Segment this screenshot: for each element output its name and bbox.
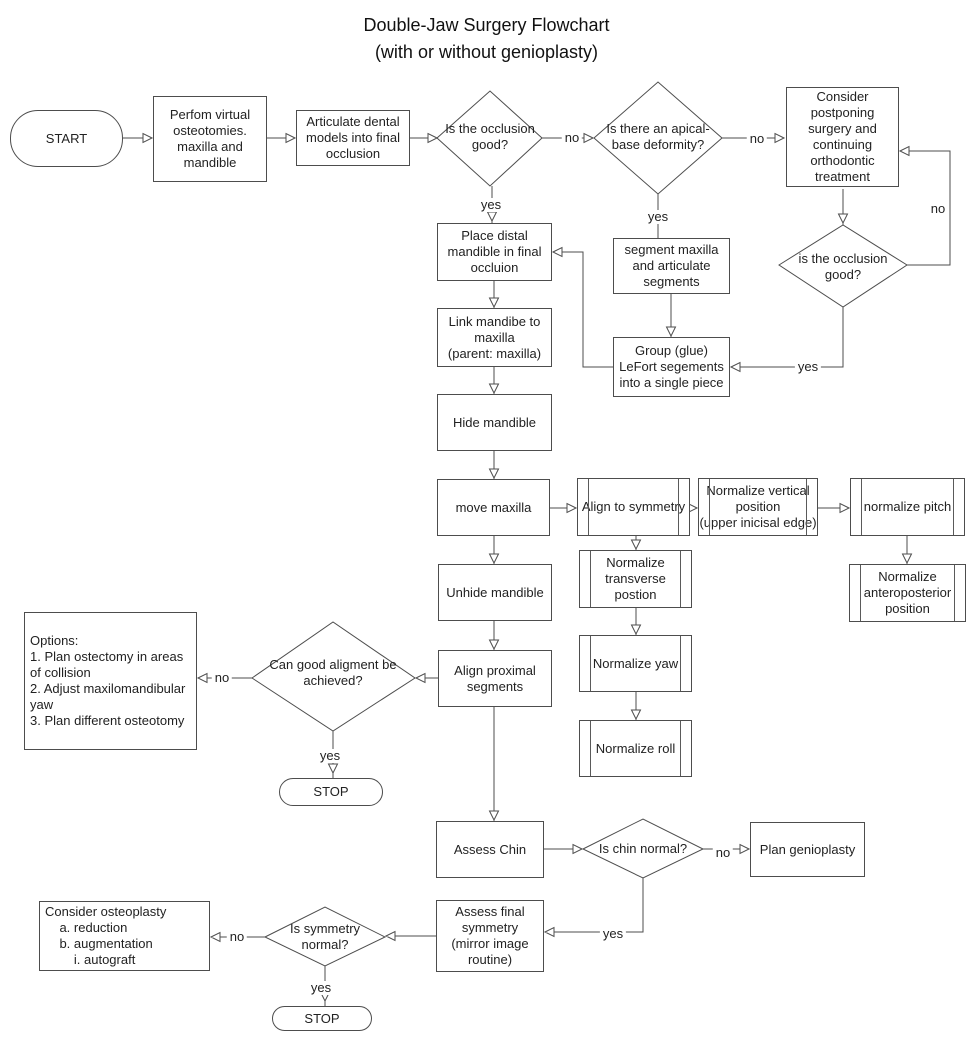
node-perform-virtual-osteotomies: Perfom virtual osteotomies. maxilla and … [153,96,267,182]
arrowheads [142,132,913,1003]
flowchart-title-line1: Double-Jaw Surgery Flowchart [363,15,610,35]
node-normalize-anteroposterior-position: Normalize anteroposterior position [849,564,966,622]
node-plan-genioplasty: Plan genioplasty [750,822,865,877]
node-start: START [10,110,123,167]
decision-chin-normal-label: Is chin normal? [598,841,688,856]
decision-occlusion-good-1-shape [436,90,543,187]
node-align-to-symmetry: Align to symmetry [577,478,690,536]
node-stop-1: STOP [279,778,383,806]
node-normalize-transverse-position: Normalize transverse postion [579,550,692,608]
node-normalize-yaw: Normalize yaw [579,635,692,692]
node-group-lefort-segments: Group (glue) LeFort segements into a sin… [613,337,730,397]
node-unhide-mandible: Unhide mandible [438,564,552,621]
decision-symmetry-normal-shape [263,906,387,967]
node-normalize-vertical-position: Normalize vertical position (upper inici… [698,478,818,536]
edge-label-symmetry-no: no [226,930,248,944]
node-normalize-pitch: normalize pitch [850,478,965,536]
edge-label-apical-yes: yes [644,210,672,224]
decision-symmetry-normal-label: Is symmetry normal? [289,921,361,952]
node-align-proximal-segments: Align proximal segments [438,650,552,707]
node-consider-postponing-surgery: Consider postponing surgery and continui… [786,87,899,187]
decision-apical-base-label: Is there an apical- base deformity? [606,121,710,152]
decision-chin-normal-shape [581,818,705,879]
node-place-distal-mandible: Place distal mandible in final occluion [437,223,552,281]
edge-label-occlusion1-yes: yes [477,198,505,212]
edge-label-chin-no: no [712,846,734,860]
node-options: Options: 1. Plan ostectomy in areas of c… [24,612,197,750]
decision-occlusion-good-2-label: is the occlusion good? [798,251,888,282]
decision-good-alignment-label: Can good aligment be achieved? [269,657,397,688]
decision-occlusion-good-1-label: Is the occlusion good? [445,121,535,152]
flowchart-title: Double-Jaw Surgery Flowchart (with or wi… [0,12,973,66]
node-stop-2: STOP [272,1006,372,1031]
node-normalize-roll: Normalize roll [579,720,692,777]
node-link-mandible-to-maxilla: Link mandibe to maxilla (parent: maxilla… [437,308,552,367]
flowchart-title-line2: (with or without genioplasty) [374,42,599,62]
edge-label-alignment-no: no [211,671,233,685]
node-assess-final-symmetry: Assess final symmetry (mirror image rout… [436,900,544,972]
node-segment-maxilla: segment maxilla and articulate segments [613,238,730,294]
edge-label-symmetry-yes: yes [307,981,335,995]
edge-label-alignment-yes: yes [316,749,344,763]
node-articulate-dental-models: Articulate dental models into final occl… [296,110,410,166]
node-consider-osteoplasty: Consider osteoplasty a. reduction b. aug… [39,901,210,971]
decision-apical-base-shape [593,81,723,195]
edge-label-apical-no: no [746,132,768,146]
node-hide-mandible: Hide mandible [437,394,552,451]
edge-label-chin-yes: yes [599,927,627,941]
edge-label-occlusion2-yes: yes [794,360,822,374]
edge-label-occlusion2-no: no [927,202,949,216]
edge-label-occlusion1-no: no [561,131,583,145]
node-move-maxilla: move maxilla [437,479,550,536]
decision-occlusion-good-2-shape [778,224,908,308]
node-assess-chin: Assess Chin [436,821,544,878]
